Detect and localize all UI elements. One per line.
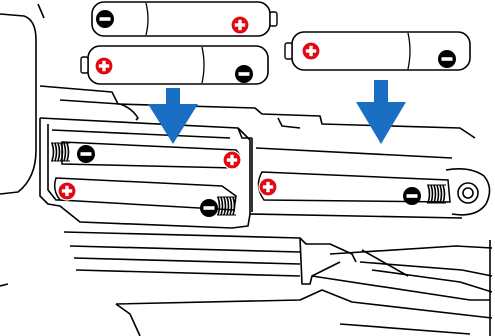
negative-terminal-icon [96,10,114,28]
positive-terminal-icon [231,16,249,34]
battery-top-right [285,32,470,70]
device-lower-body [0,232,492,336]
down-arrow-icon [356,80,406,144]
installed-battery-lower-left [55,178,236,217]
positive-terminal-icon [223,151,241,169]
positive-terminal-icon [58,182,76,200]
installed-battery-right [258,172,450,205]
positive-terminal-icon [259,178,277,196]
negative-terminal-icon [403,187,421,205]
negative-terminal-icon [77,145,95,163]
battery-mid-left [81,46,268,84]
negative-terminal-icon [438,50,456,68]
installed-battery-upper-left [51,142,241,169]
negative-terminal-icon [235,65,253,83]
battery-top-left [92,2,277,36]
positive-terminal-icon [95,57,113,75]
negative-terminal-icon [200,199,218,217]
positive-terminal-icon [302,42,320,60]
